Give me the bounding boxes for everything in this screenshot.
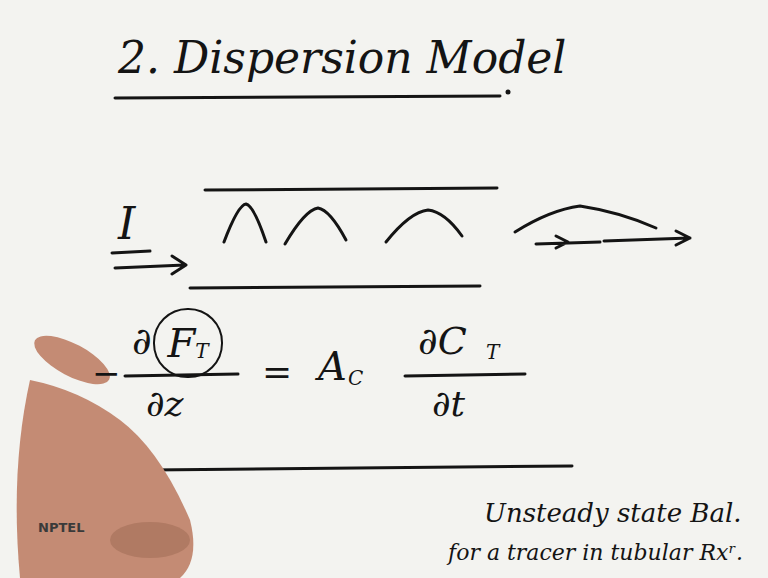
minus-sign: − — [92, 356, 121, 390]
outlet-arrow — [536, 236, 600, 248]
tracer-pulse — [285, 208, 346, 244]
numerator: ∂C — [418, 322, 467, 360]
circled-term: FT — [153, 308, 222, 377]
flux-symbol: F — [167, 323, 195, 363]
tracer-pulse — [515, 206, 656, 232]
separator-line — [150, 466, 572, 470]
impulse-base — [112, 251, 150, 253]
presenter-hand — [17, 326, 194, 578]
note-text: Unsteady state Bal. — [484, 500, 742, 526]
subscript: C — [348, 368, 363, 388]
area-symbol: A — [318, 346, 347, 386]
tube-wall-bottom — [190, 286, 480, 288]
partial-symbol: ∂ — [132, 322, 152, 360]
tube-wall-top — [205, 188, 497, 190]
inlet-arrow — [115, 256, 186, 274]
denominator: ∂z — [146, 386, 184, 422]
subscript: T — [486, 342, 499, 362]
logo-text: NPTEL — [38, 521, 84, 534]
denominator: ∂t — [432, 386, 465, 422]
equals-sign: = — [262, 354, 292, 390]
subscript: T — [195, 341, 208, 361]
ink-dot — [506, 90, 511, 95]
title-underline — [115, 96, 500, 98]
note-text: for a tracer in tubular Rxʳ. — [448, 542, 743, 564]
impulse-symbol: I — [118, 202, 135, 246]
outlet-arrow — [604, 231, 690, 245]
fraction-bar — [405, 374, 525, 376]
title: 2. Dispersion Model — [118, 36, 566, 80]
tracer-pulse — [386, 210, 462, 242]
tracer-pulse — [224, 204, 266, 242]
